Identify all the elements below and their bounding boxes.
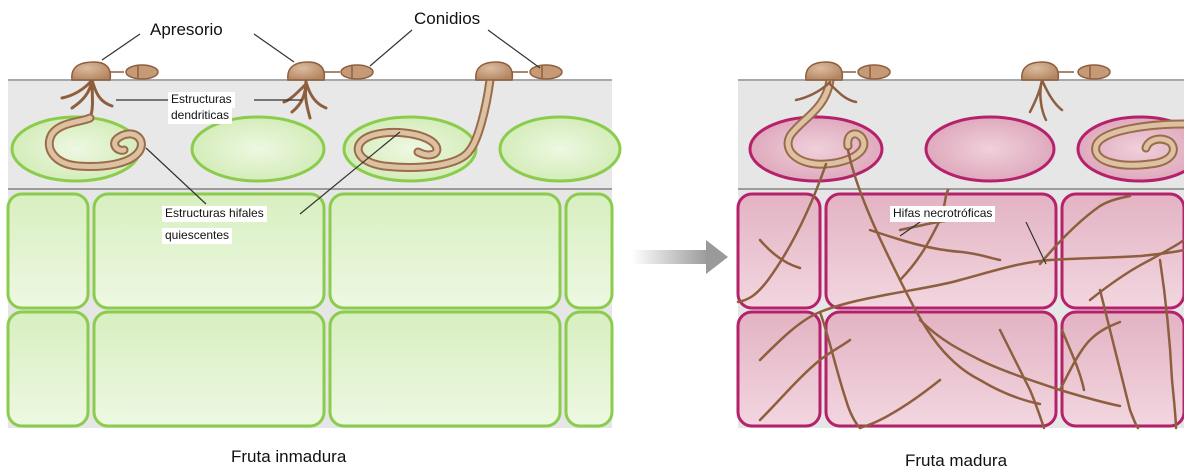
appressorium	[806, 62, 843, 80]
appressorium	[288, 62, 325, 80]
appressoria-left	[72, 62, 562, 80]
caption-immature-fruit: Fruta inmadura	[231, 447, 346, 467]
appressorium	[72, 62, 111, 80]
label-apresorio: Apresorio	[150, 20, 223, 40]
parenchyma-cell	[738, 312, 820, 426]
parenchyma-cell	[8, 312, 88, 426]
label-estructuras-dendriticas-line2: dendriticas	[168, 108, 232, 124]
label-estructuras-hifales-line2: quiescentes	[162, 228, 232, 244]
conidium	[1078, 65, 1110, 79]
parenchyma-cell	[330, 312, 560, 426]
appressorium	[476, 62, 513, 80]
label-hifas-necrotroficas: Hifas necrotróficas	[890, 206, 995, 222]
conidium	[341, 65, 373, 79]
epidermal-cell	[192, 117, 324, 181]
caption-mature-fruit: Fruta madura	[905, 451, 1007, 471]
label-estructuras-dendriticas-line1: Estructuras	[168, 92, 235, 108]
parenchyma-cell	[94, 312, 324, 426]
parenchyma-cell	[1062, 312, 1184, 426]
parenchyma-cell	[566, 312, 612, 426]
appressorium	[1022, 62, 1059, 80]
parenchyma-cell	[826, 312, 1056, 426]
transition-arrow	[632, 240, 728, 274]
label-estructuras-hifales-line1: Estructuras hifales	[162, 206, 267, 222]
conidium	[858, 65, 890, 79]
appressoria-right	[806, 62, 1110, 80]
epidermal-cell	[926, 117, 1054, 181]
mature-fruit-panel	[738, 62, 1184, 428]
parenchyma-cell	[330, 194, 560, 308]
parenchyma-cell	[566, 194, 612, 308]
epidermal-cells-mature	[750, 117, 1184, 181]
conidium	[126, 65, 158, 79]
label-conidios: Conidios	[414, 9, 480, 29]
epidermal-cell	[500, 117, 620, 181]
parenchyma-cell	[8, 194, 88, 308]
conidium	[530, 65, 562, 79]
immature-fruit-panel	[8, 30, 620, 428]
